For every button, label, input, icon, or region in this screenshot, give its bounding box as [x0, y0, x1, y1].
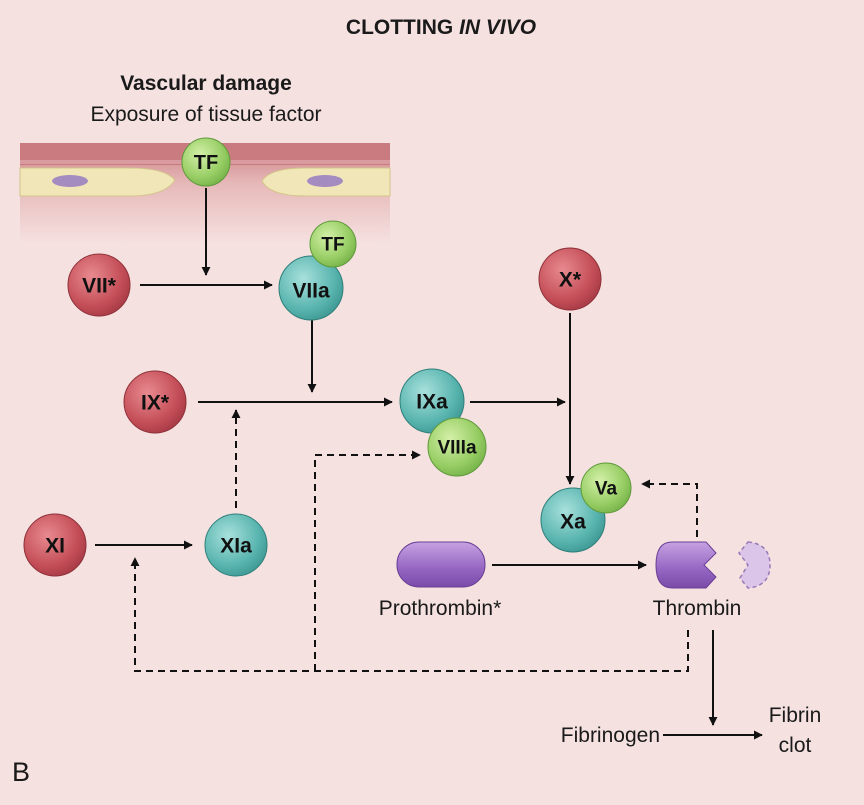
svg-text:IXa: IXa — [416, 391, 448, 414]
thrombin-shape — [655, 541, 771, 589]
tf-bound-node: TF — [309, 220, 357, 268]
svg-text:VII*: VII* — [82, 275, 117, 298]
svg-text:Va: Va — [595, 479, 618, 500]
factor-va-node: Va — [580, 462, 632, 514]
diagram-title: CLOTTING IN VIVO — [346, 16, 536, 39]
svg-text:X*: X* — [559, 269, 582, 292]
svg-text:IX*: IX* — [141, 392, 170, 415]
factor-ix-node: IX* — [123, 370, 187, 434]
fibrinogen-label: Fibrinogen — [561, 724, 660, 747]
panel-letter: B — [12, 757, 30, 787]
fibrin-clot-label-line1: Fibrin — [769, 704, 822, 727]
svg-text:VIIa: VIIa — [292, 280, 330, 303]
factor-xi-node: XI — [23, 513, 87, 577]
svg-text:TF: TF — [194, 152, 218, 174]
thrombin-label: Thrombin — [653, 597, 742, 620]
svg-text:Xa: Xa — [560, 511, 586, 534]
svg-text:XIa: XIa — [220, 535, 252, 558]
fibrin-clot-label-line2: clot — [779, 734, 812, 757]
prothrombin-label: Prothrombin* — [379, 597, 502, 620]
factor-x-node: X* — [538, 247, 602, 311]
connections — [95, 188, 763, 740]
factor-vii-node: VII* — [67, 253, 131, 317]
prothrombin-shape — [396, 541, 486, 588]
svg-text:VIIIa: VIIIa — [437, 438, 477, 459]
header-vascular-damage: Vascular damage — [120, 72, 292, 95]
factor-viiia-node: VIIIa — [427, 417, 487, 477]
tf-vessel-node: TF — [181, 137, 231, 187]
header-exposure-tissue-factor: Exposure of tissue factor — [90, 103, 321, 126]
svg-text:XI: XI — [45, 535, 65, 558]
factor-xia-node: XIa — [204, 513, 268, 577]
svg-text:TF: TF — [321, 235, 344, 256]
factor-viia-node: VIIa — [278, 255, 344, 321]
